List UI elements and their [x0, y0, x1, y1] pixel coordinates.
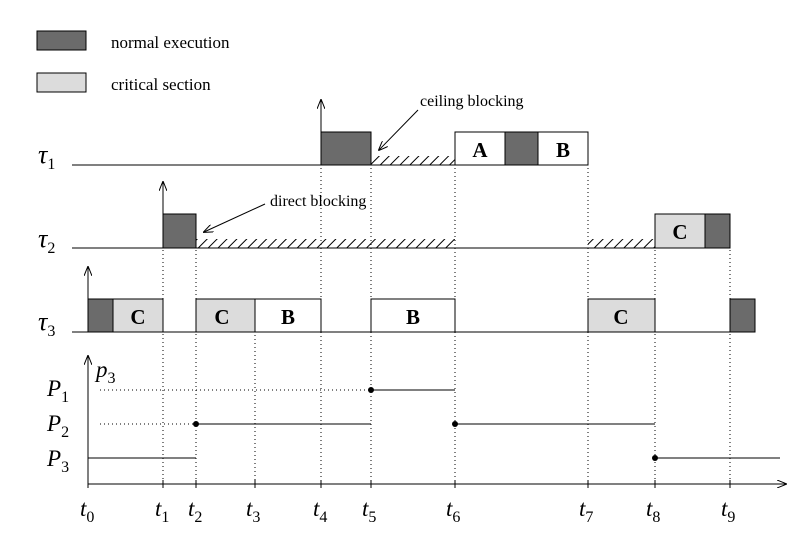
tau3-block-C-3 [587, 298, 656, 333]
ceiling-blocking-arrow [379, 109, 419, 150]
ceiling-blocking-label: ceiling blocking [420, 93, 524, 110]
tau2-normal-block [162, 213, 197, 249]
priority-step-dot [452, 421, 458, 427]
tau3-block-C-1-label: C [130, 305, 145, 329]
priority-step-dot [652, 455, 658, 461]
tau2-blocking-hatch-2 [371, 239, 455, 248]
tick-t8: t8 [646, 496, 660, 526]
priority-axis-label: p3 [94, 357, 116, 387]
tick-t9: t9 [721, 496, 735, 526]
tau3-normal-block [87, 298, 114, 333]
tau1-block-B-label: B [556, 138, 570, 162]
task-tau1-label: τ1 [38, 140, 55, 173]
tau3-block-B-2-label: B [406, 305, 420, 329]
tau2-blocking-hatch-1 [196, 239, 371, 248]
tick-t3: t3 [246, 496, 260, 526]
tau3-block-B-1 [254, 298, 322, 333]
priority-level-P3: P3 [46, 446, 69, 476]
tau3-normal-block-2 [729, 298, 756, 333]
task-tau2-label: τ2 [38, 224, 55, 257]
tick-t0: t0 [80, 496, 94, 526]
tau3-block-C-2-label: C [214, 305, 229, 329]
legend-critical-label: critical section [111, 75, 211, 94]
tau2-normal-block-2 [704, 213, 731, 249]
tau1-block-A-label: A [472, 138, 488, 162]
tau3-block-C-3-label: C [613, 305, 628, 329]
tau3-block-C-2 [195, 298, 256, 333]
priority-plot: p3 P1 P2 P3 [46, 356, 786, 484]
tau3-block-B-1-label: B [281, 305, 295, 329]
priority-level-P2: P2 [46, 411, 69, 441]
tick-t2: t2 [188, 496, 202, 526]
task-tau3-row: τ3 C C B B C [38, 267, 756, 340]
legend-critical-swatch [36, 72, 87, 93]
tau3-block-B-2 [370, 298, 456, 333]
direct-blocking-arrow [204, 203, 266, 232]
tau3-block-C-1 [112, 298, 164, 333]
time-ticks: t0 t1 t2 t3 t4 t5 t6 t7 t8 t9 [80, 480, 735, 526]
priority-level-P1: P1 [46, 376, 69, 406]
tick-t6: t6 [446, 496, 460, 526]
task-tau3-label: τ3 [38, 307, 55, 340]
tick-t7: t7 [579, 496, 593, 526]
tau1-normal-block [320, 131, 372, 166]
task-tau1-row: τ1 A B [38, 100, 589, 173]
tau1-normal-block-2 [504, 131, 539, 166]
priority-step-dot [193, 421, 199, 427]
priority-step-dot [368, 387, 374, 393]
tau2-block-C-label: C [672, 220, 687, 244]
tick-t5: t5 [362, 496, 376, 526]
tau1-blocking-hatch [371, 156, 455, 165]
tau1-block-A [454, 131, 506, 166]
tick-t1: t1 [155, 496, 169, 526]
legend-normal-label: normal execution [111, 33, 230, 52]
tick-t4: t4 [313, 496, 327, 526]
legend-normal-swatch [36, 30, 87, 51]
tau1-block-B [537, 131, 589, 166]
tau2-blocking-hatch-3 [588, 239, 655, 248]
task-tau2-row: τ2 C [38, 182, 731, 257]
direct-blocking-label: direct blocking [270, 193, 366, 210]
